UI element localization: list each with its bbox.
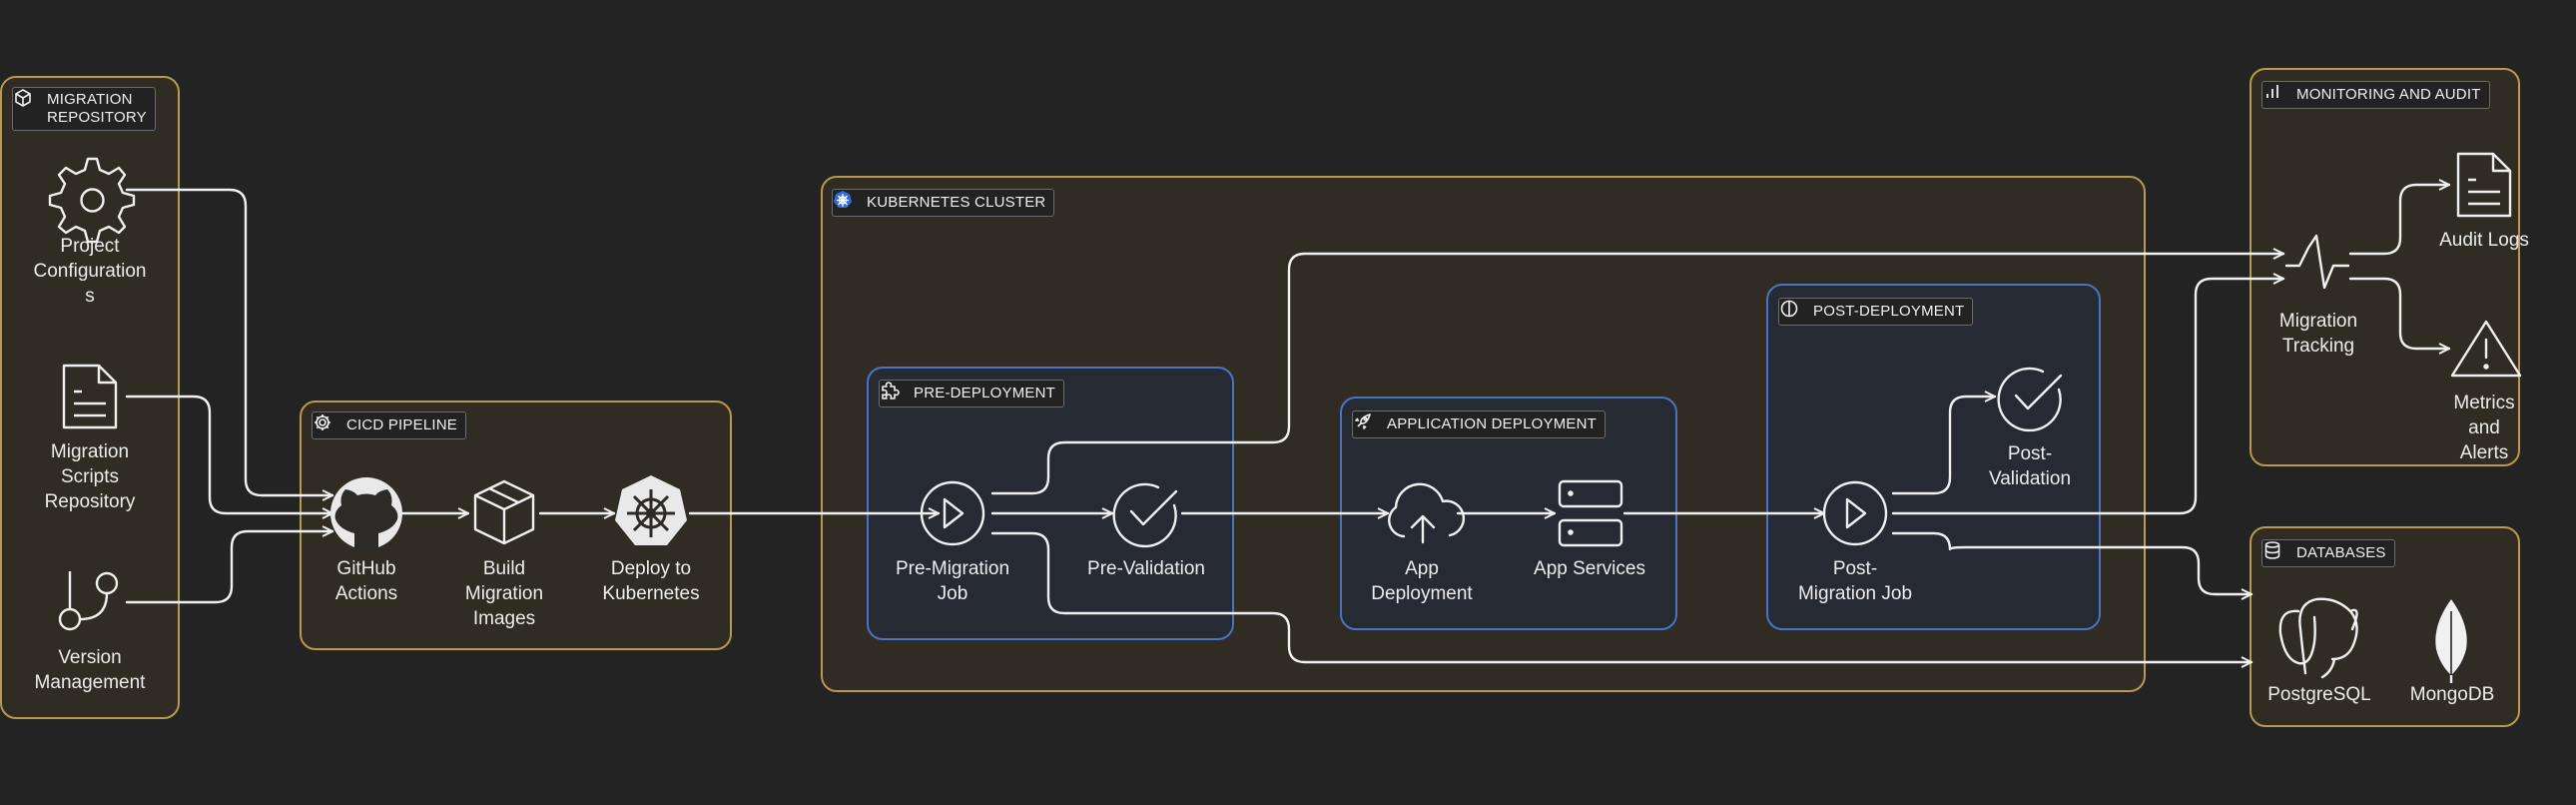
group-monitoring-audit <box>2250 68 2520 466</box>
node-audit-logs: Audit Logs <box>2439 230 2529 251</box>
brain-icon <box>1780 300 1805 322</box>
edge-postmigration-to-tracking <box>1891 279 2285 515</box>
node-migration-scripts-repository: Migration Scripts Repository <box>44 441 136 512</box>
group-title: POST-DEPLOYMENT <box>1813 303 1965 320</box>
document-icon <box>2456 152 2512 218</box>
group-title: CICD PIPELINE <box>346 416 457 433</box>
group-label-application-deployment: APPLICATION DEPLOYMENT <box>1352 410 1606 438</box>
group-title: APPLICATION DEPLOYMENT <box>1387 415 1597 432</box>
edge-project-config-to-github <box>125 188 334 495</box>
kubernetes-icon <box>615 475 687 545</box>
node-app-deployment: App Deployment <box>1371 558 1473 604</box>
node-metrics-and-alerts: Metrics and Alerts <box>2453 393 2515 463</box>
node-post-validation: Post- Validation <box>1988 443 2072 489</box>
node-app-services: App Services <box>1534 558 1645 579</box>
group-label-cicd-pipeline: CICD PIPELINE <box>312 411 466 439</box>
group-title: KUBERNETES CLUSTER <box>867 194 1046 211</box>
group-label-monitoring-audit: MONITORING AND AUDIT <box>2261 81 2490 109</box>
database-icon <box>2264 541 2288 563</box>
edge-scripts-to-github <box>125 395 334 513</box>
group-label-pre-deployment: PRE-DEPLOYMENT <box>879 380 1064 407</box>
node-pre-migration-job: Pre-Migration Job <box>895 558 1010 604</box>
edge-premigration-to-postgresql <box>990 531 2254 662</box>
node-postgresql: PostgreSQL <box>2267 684 2371 705</box>
group-label-kubernetes-cluster: KUBERNETES CLUSTER <box>832 189 1055 217</box>
edge-tracking-to-metrics <box>2348 277 2451 349</box>
group-title: PRE-DEPLOYMENT <box>914 385 1055 402</box>
github-icon <box>330 477 402 549</box>
edge-postmigration-to-postvalidation <box>1891 397 1997 495</box>
gear-icon <box>48 157 136 244</box>
node-project-configurations: Project Configuration s <box>33 236 147 307</box>
postgresql-icon <box>2278 597 2358 679</box>
server-icon <box>1558 479 1623 547</box>
rocket-icon <box>1355 413 1379 434</box>
node-post-migration-job: Post- Migration Job <box>1797 558 1913 604</box>
node-github-actions: GitHub Actions <box>334 558 398 604</box>
node-mongodb: MongoDB <box>2409 684 2495 705</box>
cloud-upload-icon <box>1388 482 1466 544</box>
mongodb-icon <box>2435 599 2467 683</box>
group-pre-deployment <box>867 367 1234 640</box>
puzzle-icon <box>882 382 906 403</box>
node-pre-validation: Pre-Validation <box>1087 558 1205 579</box>
kubernetes-icon <box>834 191 859 213</box>
cube-icon <box>15 89 39 119</box>
edge-version-to-github <box>125 531 334 604</box>
activity-icon <box>2284 234 2350 290</box>
git-branch-icon <box>58 571 119 631</box>
group-label-migration-repository: MIGRATION REPOSITORY <box>12 87 156 131</box>
check-circle-icon <box>1112 482 1178 548</box>
group-title: DATABASES <box>2296 544 2386 561</box>
package-icon <box>473 479 535 545</box>
group-label-post-deployment: POST-DEPLOYMENT <box>1778 298 1974 326</box>
node-version-management: Version Management <box>34 647 146 693</box>
group-post-deployment <box>1766 284 2101 630</box>
alert-triangle-icon <box>2450 320 2522 378</box>
document-icon <box>62 364 118 429</box>
edge-postmigration-to-postgresql <box>1891 531 2254 594</box>
check-circle-icon <box>1997 367 2063 432</box>
play-circle-icon <box>1822 480 1888 546</box>
edge-tracking-to-auditlogs <box>2348 185 2451 256</box>
play-circle-icon <box>920 480 985 546</box>
group-title: MIGRATION REPOSITORY <box>47 91 147 126</box>
group-title: MONITORING AND AUDIT <box>2296 86 2481 103</box>
gear-icon <box>315 414 338 435</box>
node-migration-tracking: Migration Tracking <box>2278 311 2358 357</box>
group-label-databases: DATABASES <box>2261 539 2395 567</box>
bar-chart-icon <box>2266 85 2288 105</box>
node-build-migration-images: Build Migration Images <box>464 558 544 629</box>
edge-premigration-to-tracking <box>990 254 2285 495</box>
node-deploy-to-kubernetes: Deploy to Kubernetes <box>602 558 700 604</box>
